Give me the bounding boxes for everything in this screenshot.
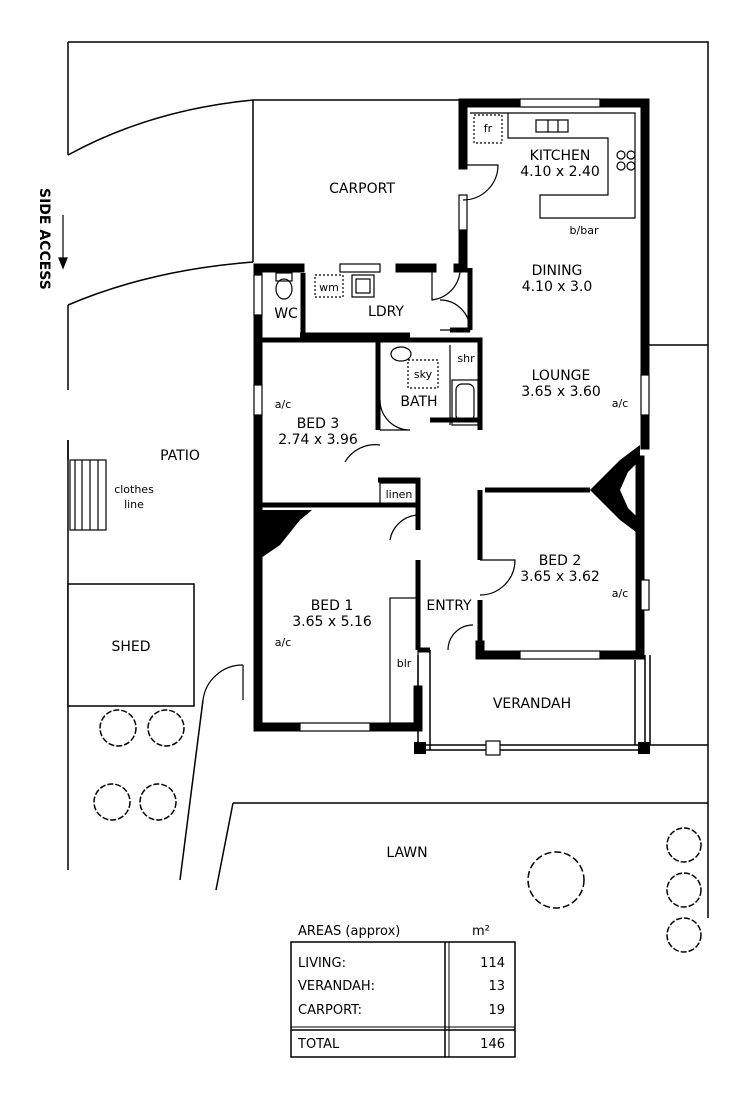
washing-machine-label: wm <box>319 281 339 294</box>
door-swings <box>202 164 516 701</box>
aircon-label: a/c <box>612 397 629 410</box>
areas-row-label: LIVING: <box>298 956 346 971</box>
site-boundary <box>67 41 709 918</box>
clothes-line-label-2: line <box>124 498 144 511</box>
kitchen-size: 4.10 x 2.40 <box>520 164 600 180</box>
areas-row-value: 19 <box>488 1003 505 1018</box>
bed3-size: 2.74 x 3.96 <box>278 432 358 448</box>
areas-table: AREAS (approx) m² LIVING: 114 VERANDAH: … <box>290 924 516 1058</box>
tree-icon <box>527 851 585 909</box>
tree-icon <box>147 709 185 747</box>
interior-walls <box>255 268 590 653</box>
kitchen-benches <box>470 112 636 219</box>
lounge-size: 3.65 x 3.60 <box>521 384 601 400</box>
side-access-label: SIDE ACCESS <box>36 188 52 290</box>
side-access-arrow <box>58 215 68 270</box>
tree-icons <box>93 709 702 953</box>
wc-label: WC <box>274 306 298 322</box>
verandah-step <box>485 740 501 756</box>
tree-icon <box>93 783 131 821</box>
areas-row-label: CARPORT: <box>298 1003 362 1018</box>
bed2-name: BED 2 <box>539 553 582 569</box>
tree-icon <box>139 783 177 821</box>
tree-icon <box>99 709 137 747</box>
areas-row-label: VERANDAH: <box>298 979 375 994</box>
tree-icon <box>666 827 702 863</box>
laundry-label: LDRY <box>368 304 404 320</box>
lounge-name: LOUNGE <box>532 368 591 384</box>
clothes-line-icon <box>69 459 107 531</box>
verandah-posts <box>414 742 650 754</box>
breakfast-bar-label: b/bar <box>570 224 599 237</box>
areas-total-value: 146 <box>480 1037 505 1052</box>
storage <box>379 482 419 724</box>
aircon-label: a/c <box>275 636 292 649</box>
shed-label: SHED <box>111 639 150 655</box>
robe-label: blr <box>397 657 412 670</box>
aircon-label: a/c <box>612 587 629 600</box>
wall-corners <box>258 445 640 560</box>
entry-label: ENTRY <box>426 598 472 614</box>
bed2-size: 3.65 x 3.62 <box>520 569 600 585</box>
bath-fixtures <box>390 345 479 426</box>
dining-size: 4.10 x 3.0 <box>522 279 593 295</box>
bed1-size: 3.65 x 5.16 <box>292 614 372 630</box>
verandah-label: VERANDAH <box>493 696 571 712</box>
lawn-label: LAWN <box>386 845 427 861</box>
bed3-name: BED 3 <box>297 416 340 432</box>
bed1-name: BED 1 <box>311 598 354 614</box>
bath-label: BATH <box>400 394 437 410</box>
windows <box>253 98 650 732</box>
linen-label: linen <box>386 488 413 501</box>
clothes-line-label-1: clothes <box>114 483 154 496</box>
patio-label: PATIO <box>160 448 200 464</box>
areas-unit: m² <box>472 924 490 939</box>
kitchen-name: KITCHEN <box>530 148 591 164</box>
laundry-fixtures <box>275 272 375 300</box>
areas-row-value: 114 <box>480 956 505 971</box>
areas-total-label: TOTAL <box>297 1037 340 1052</box>
areas-row-value: 13 <box>488 979 505 994</box>
dining-name: DINING <box>532 263 583 279</box>
shower-label: shr <box>457 352 475 365</box>
carport-label: CARPORT <box>329 181 395 197</box>
tree-icon <box>666 917 702 953</box>
skylight-label: sky <box>414 368 433 381</box>
areas-heading: AREAS (approx) <box>298 924 400 939</box>
tree-icon <box>666 872 702 908</box>
aircon-label: a/c <box>275 398 292 411</box>
shed-outline <box>67 583 195 707</box>
fridge-label: fr <box>484 122 493 135</box>
